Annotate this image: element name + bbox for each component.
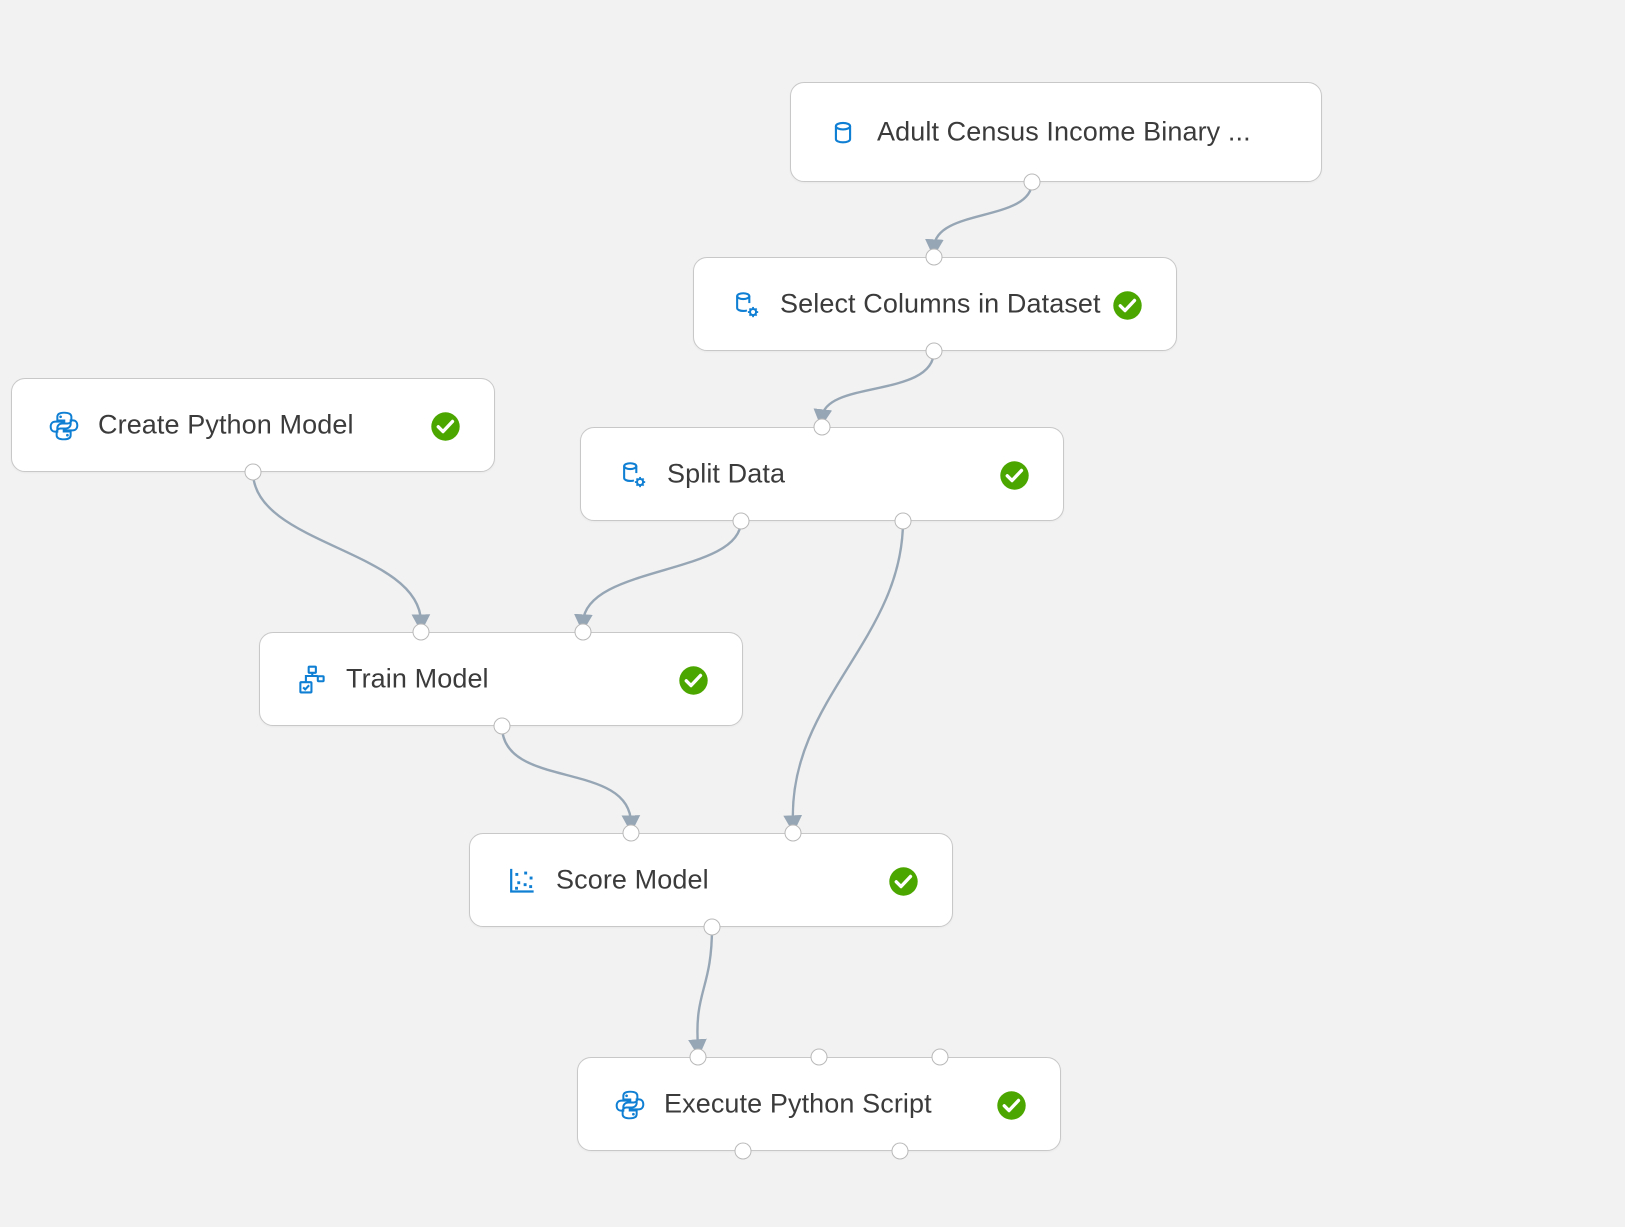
node-title: Create Python Model <box>98 409 354 440</box>
dataset-icon <box>823 113 863 153</box>
dataset-transform-icon <box>613 455 653 495</box>
node-train-model[interactable]: Train Model <box>259 632 743 726</box>
status-badge-completed <box>430 411 461 442</box>
input-port-train-model-1[interactable] <box>574 623 592 641</box>
input-port-execute-python-script-2[interactable] <box>931 1048 949 1066</box>
edge-score-to-execute[interactable] <box>688 926 714 1058</box>
node-title: Score Model <box>556 864 709 895</box>
node-title: Adult Census Income Binary ... <box>877 116 1251 147</box>
edge-create-python-to-train[interactable] <box>251 471 431 633</box>
edge-split-to-score[interactable] <box>783 520 905 834</box>
output-port-create-python-model-0[interactable] <box>244 463 262 481</box>
python-icon <box>44 406 84 446</box>
input-port-execute-python-script-1[interactable] <box>810 1048 828 1066</box>
input-port-split-data-0[interactable] <box>813 418 831 436</box>
input-port-score-model-0[interactable] <box>622 824 640 842</box>
status-badge-completed <box>678 665 709 696</box>
edge-select-to-split[interactable] <box>813 350 936 428</box>
output-port-adult-census-income-binary-0[interactable] <box>1023 173 1041 191</box>
edge-dataset-to-select[interactable] <box>925 181 1034 258</box>
output-port-execute-python-script-1[interactable] <box>891 1142 909 1160</box>
node-split-data[interactable]: Split Data <box>580 427 1064 521</box>
output-port-score-model-0[interactable] <box>703 918 721 936</box>
status-badge-completed <box>888 866 919 897</box>
output-port-select-columns-in-dataset-0[interactable] <box>925 342 943 360</box>
edge-split-to-train[interactable] <box>574 520 743 633</box>
node-create-python-model[interactable]: Create Python Model <box>11 378 495 472</box>
node-title: Train Model <box>346 663 489 694</box>
edge-train-to-score[interactable] <box>500 725 641 834</box>
node-select-columns-in-dataset[interactable]: Select Columns in Dataset <box>693 257 1177 351</box>
node-title: Split Data <box>667 458 786 489</box>
scatter-plot-icon <box>502 861 542 901</box>
output-port-split-data-1[interactable] <box>894 512 912 530</box>
dataset-transform-icon <box>726 285 766 325</box>
node-title: Select Columns in Dataset <box>780 288 1101 319</box>
input-port-train-model-0[interactable] <box>412 623 430 641</box>
input-port-execute-python-script-0[interactable] <box>689 1048 707 1066</box>
python-icon <box>610 1085 650 1125</box>
input-port-select-columns-in-dataset-0[interactable] <box>925 248 943 266</box>
node-score-model[interactable]: Score Model <box>469 833 953 927</box>
status-badge-completed <box>999 460 1030 491</box>
output-port-execute-python-script-0[interactable] <box>734 1142 752 1160</box>
train-model-icon <box>292 660 332 700</box>
status-badge-completed <box>996 1090 1027 1121</box>
node-adult-census-income-binary[interactable]: Adult Census Income Binary ... <box>790 82 1322 182</box>
node-title: Execute Python Script <box>664 1088 932 1119</box>
status-badge-completed <box>1112 290 1143 321</box>
node-execute-python-script[interactable]: Execute Python Script <box>577 1057 1061 1151</box>
output-port-split-data-0[interactable] <box>732 512 750 530</box>
output-port-train-model-0[interactable] <box>493 717 511 735</box>
input-port-score-model-1[interactable] <box>784 824 802 842</box>
